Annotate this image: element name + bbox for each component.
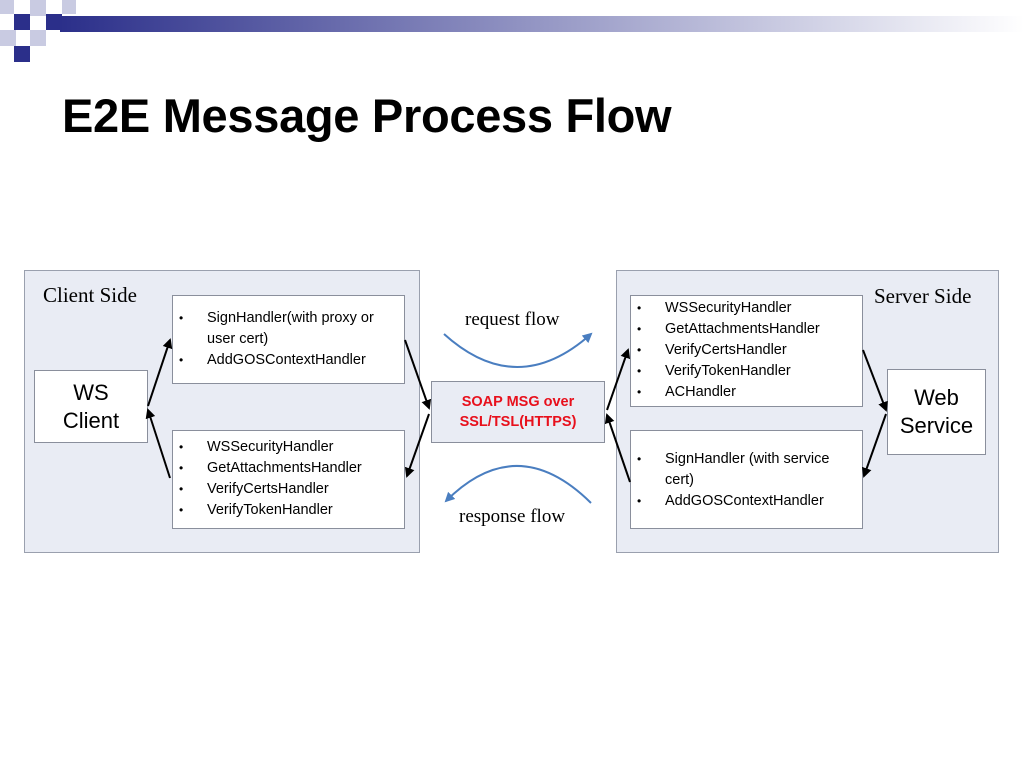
- list-item: SignHandler (with service cert): [637, 449, 862, 491]
- list-item: VerifyCertsHandler: [179, 479, 404, 500]
- soap-transport-box: SOAP MSG over SSL/TSL(HTTPS): [431, 381, 605, 443]
- list-item: VerifyCertsHandler: [637, 340, 862, 361]
- client-side-label: Client Side: [43, 283, 137, 307]
- slide-title: E2E Message Process Flow: [62, 89, 672, 142]
- request-flow-arrow: [443, 332, 593, 368]
- web-service-box: Web Service: [887, 369, 986, 455]
- response-flow-label: response flow: [459, 506, 566, 527]
- list-item: VerifyTokenHandler: [179, 500, 404, 521]
- list-item: WSSecurityHandler: [637, 298, 862, 319]
- list-item: SignHandler(with proxy or user cert): [179, 308, 404, 350]
- request-flow-label: request flow: [465, 309, 560, 330]
- list-item: AddGOSContextHandler: [179, 350, 404, 371]
- list-item: GetAttachmentsHandler: [637, 319, 862, 340]
- list-item: GetAttachmentsHandler: [179, 458, 404, 479]
- client-request-handlers: SignHandler(with proxy or user cert) Add…: [172, 295, 405, 384]
- list-item: WSSecurityHandler: [179, 437, 404, 458]
- server-response-handlers: SignHandler (with service cert) AddGOSCo…: [630, 430, 863, 529]
- list-item: ACHandler: [637, 382, 862, 403]
- ws-client-box: WS Client: [34, 370, 148, 443]
- list-item: VerifyTokenHandler: [637, 361, 862, 382]
- server-request-handlers: WSSecurityHandler GetAttachmentsHandler …: [630, 295, 863, 407]
- header-decoration: [0, 0, 1024, 62]
- response-flow-arrow: [444, 465, 592, 504]
- client-response-handlers: WSSecurityHandler GetAttachmentsHandler …: [172, 430, 405, 529]
- list-item: AddGOSContextHandler: [637, 491, 862, 512]
- server-side-label: Server Side: [874, 284, 972, 308]
